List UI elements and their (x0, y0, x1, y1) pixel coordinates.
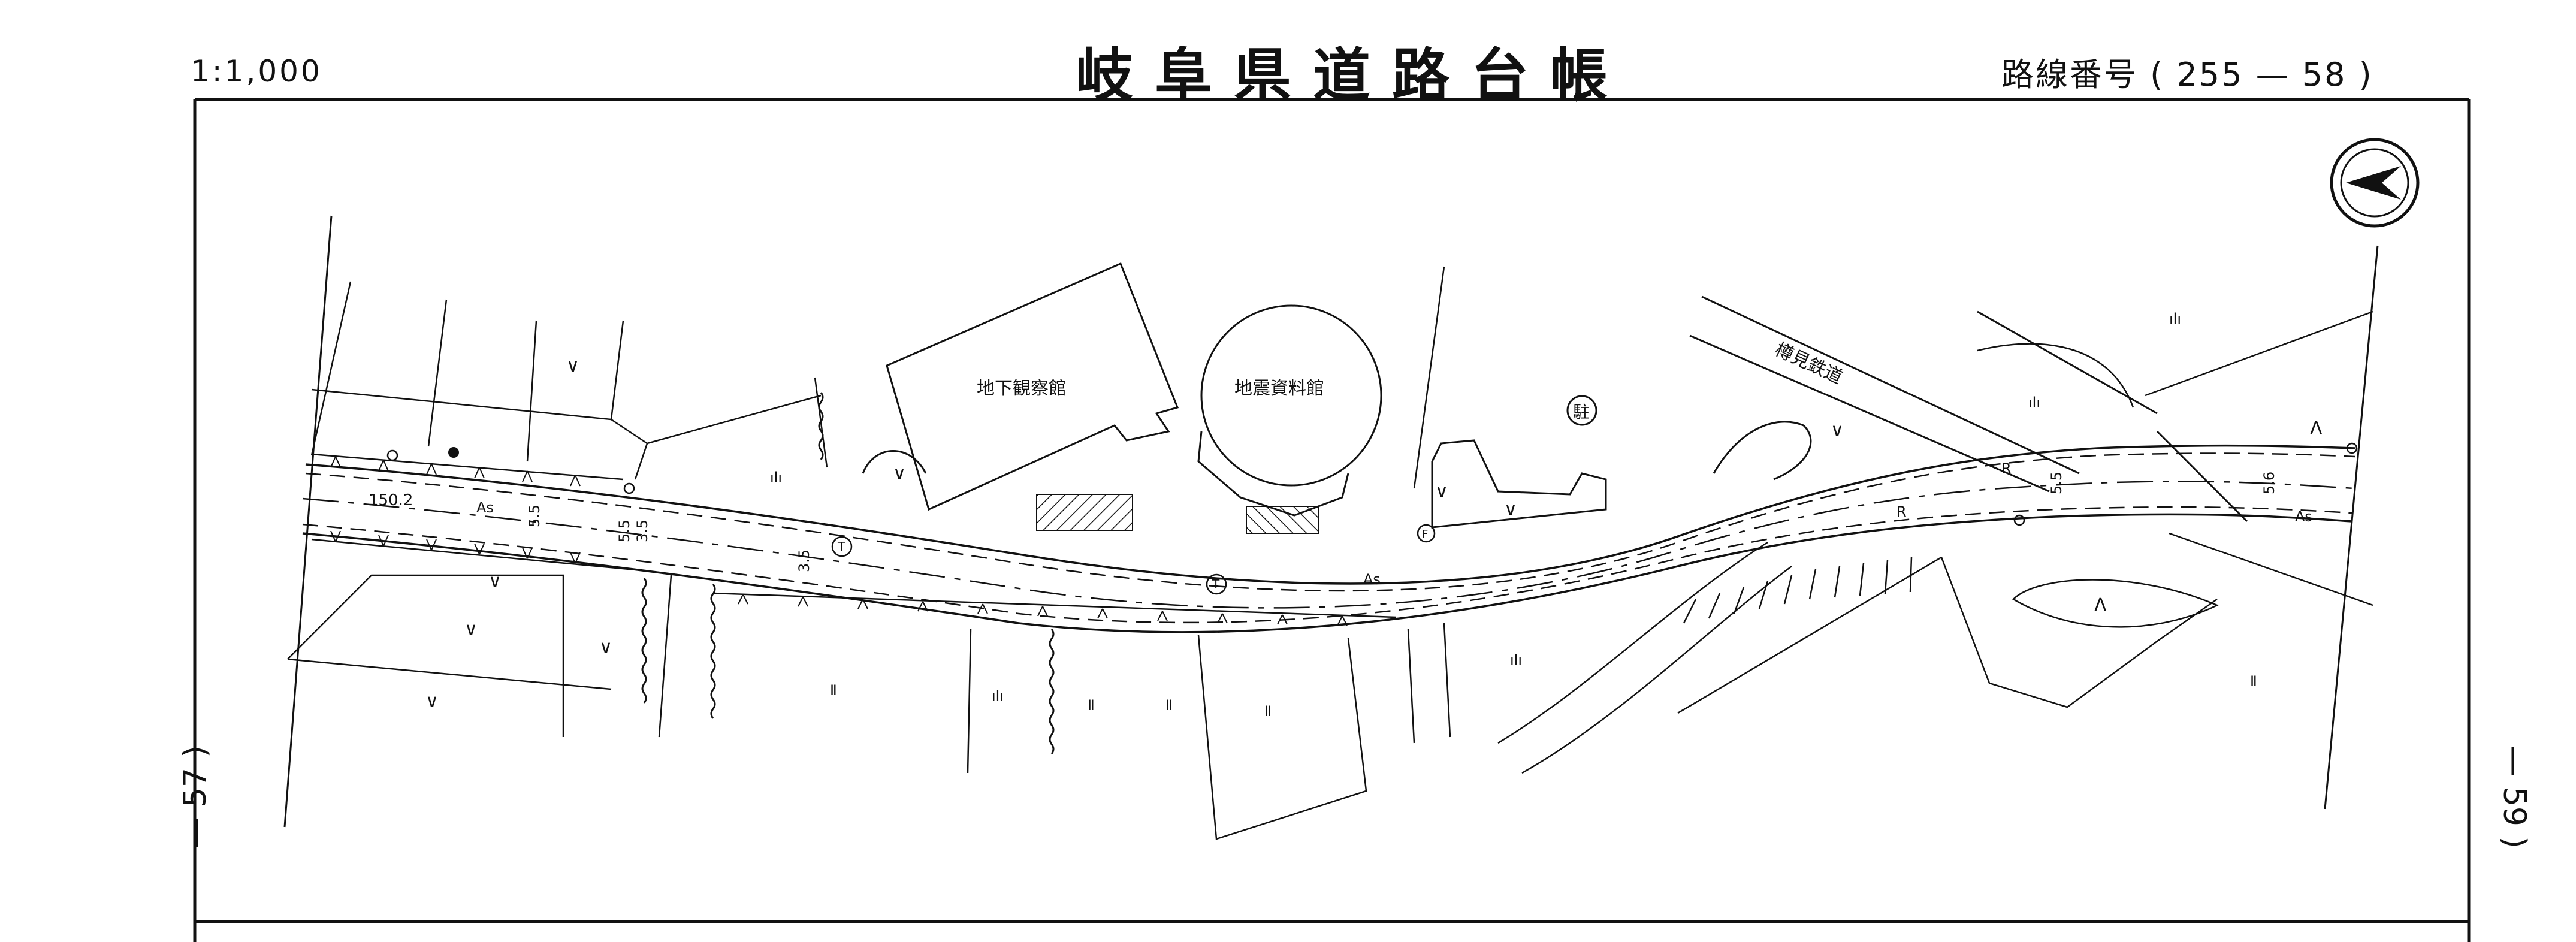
landuse-field-1: ∨ (566, 355, 579, 376)
pavement-label-2: As (1363, 571, 1381, 588)
landuse-paddy-1: Ⅱ (830, 682, 837, 699)
survey-point (448, 447, 459, 458)
sheet-frame (193, 98, 2471, 942)
railway (1689, 295, 2248, 523)
pavement-label-3: As (2295, 508, 2312, 525)
parcel-boundaries (287, 266, 2219, 840)
width-label-1: 5.5 (526, 505, 543, 527)
landuse-field-5: ∨ (425, 691, 439, 712)
building-underground-observatory (862, 262, 1179, 531)
landuse-paddy-5: Ⅱ (2250, 673, 2257, 690)
width-label-2: 5.5 (616, 520, 633, 542)
landuse-field-6: ∨ (893, 463, 906, 484)
route-number-label: 路線番号 (2001, 56, 2138, 93)
landuse-wasteland-1: ılı (770, 469, 782, 486)
boundary-point (2346, 442, 2358, 454)
route-number: 路線番号 ( 255 — 58 ) (2001, 48, 2373, 95)
width-label-5: 5.5 (2048, 472, 2065, 494)
slope-tick-marks (330, 456, 1348, 626)
parking-symbol: 駐 (1573, 402, 1590, 422)
route-number-value: ( 255 — 58 ) (2150, 56, 2373, 93)
fire-hydrant-symbol: F (1417, 524, 1436, 543)
curve-label-1: R (2001, 460, 2012, 477)
landuse-forest-1: Λ (2310, 418, 2323, 439)
boundary-point (386, 449, 398, 461)
parking-area (1431, 395, 1607, 529)
width-label-4: 3.5 (796, 550, 813, 572)
landuse-field-2: ∨ (488, 571, 502, 592)
embankment (1497, 541, 1942, 774)
landuse-wasteland-5: ılı (2028, 394, 2040, 411)
curve-label-2: R (1896, 503, 1907, 520)
landuse-wasteland-4: ılı (2169, 310, 2181, 327)
landuse-paddy-2: Ⅱ (1088, 697, 1095, 714)
landuse-field-3: ∨ (464, 619, 478, 640)
landuse-paddy-3: Ⅱ (1165, 697, 1173, 714)
station-value: 150.2 (369, 491, 413, 509)
boundary-point (2013, 514, 2025, 526)
landuse-field-9: ∨ (1831, 420, 1844, 441)
telephone-symbol-1: T (831, 536, 853, 557)
pavement-label-1: As (476, 499, 494, 516)
slope-ticks (311, 310, 2373, 618)
page-title: 岐阜県道路台帳 (1076, 42, 1629, 109)
building-label-museum: 地震資料館 (1234, 378, 1324, 399)
map-scale: 1:1,000 (191, 54, 322, 89)
svg-text:F: F (1422, 528, 1428, 541)
landuse-field-8: ∨ (1504, 499, 1517, 520)
svg-text:T: T (837, 539, 845, 554)
landuse-field-7: ∨ (1435, 481, 1448, 502)
roadside-symbols: T T F (386, 442, 2358, 595)
boundary-point (623, 482, 635, 494)
svg-text:T: T (1212, 577, 1220, 591)
telephone-symbol-2: T (1206, 573, 1227, 595)
landuse-wasteland-3: ılı (1510, 652, 1522, 669)
road-edges (302, 444, 2355, 633)
fence-lines (641, 392, 1055, 754)
landuse-paddy-4: Ⅱ (1264, 703, 1272, 720)
landuse-field-4: ∨ (599, 637, 612, 658)
map-cut-lines (283, 215, 2379, 828)
building-label-underground: 地下観察館 (977, 378, 1067, 399)
width-label-6: 5.6 (2261, 472, 2278, 494)
landuse-forest-2: Λ (2094, 595, 2107, 616)
building-earthquake-museum (1197, 304, 1382, 534)
width-label-3: 3.5 (634, 520, 651, 542)
north-arrow-icon (2330, 138, 2420, 228)
landuse-wasteland-2: ılı (992, 688, 1004, 705)
